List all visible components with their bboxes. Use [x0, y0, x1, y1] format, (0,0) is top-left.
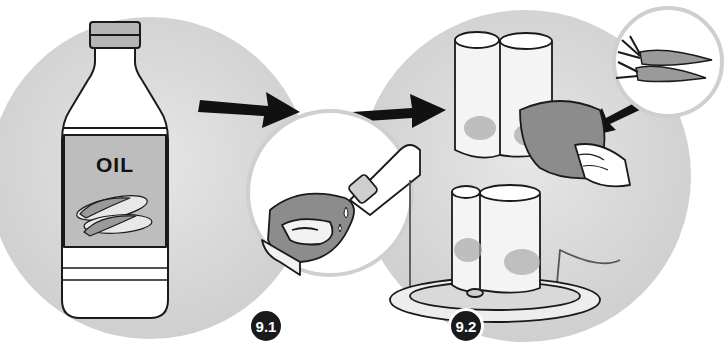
hand-cloth [575, 144, 630, 186]
oil-bottle [90, 22, 140, 48]
blender-parts [500, 33, 552, 49]
oil-bottle [90, 34, 140, 36]
blender-parts [452, 186, 480, 198]
carrot-circle [616, 36, 712, 82]
detail-circle [262, 145, 420, 275]
blender-parts [467, 289, 483, 297]
oil-bottle [62, 45, 168, 318]
detail-circle [348, 174, 379, 205]
carrot-circle [614, 8, 722, 116]
oil-bottle [62, 268, 168, 280]
oil-bottle [80, 198, 130, 218]
carrot-circle [640, 50, 712, 65]
blender-parts [452, 192, 540, 293]
blender-parts [480, 185, 540, 201]
oil-bottle [83, 213, 152, 236]
stain [464, 116, 496, 140]
stain [504, 249, 540, 275]
detail-circle [339, 224, 342, 232]
carrot-circle [614, 8, 722, 116]
detail-circle [292, 228, 318, 230]
detail-circle [248, 111, 420, 275]
oil-bottle [84, 216, 136, 236]
detail-circle [339, 207, 349, 232]
hand-cloth [520, 101, 630, 186]
callout-badge: 9.2 [448, 308, 484, 344]
callout-badge: 9.1 [248, 308, 284, 344]
oil-bottle [64, 127, 166, 129]
blender-parts [455, 32, 499, 48]
detail-circle [344, 207, 348, 218]
stain [454, 238, 482, 262]
oil-bottle [75, 191, 153, 236]
bottle-label-text: OIL [96, 153, 134, 177]
detail-circle [282, 219, 332, 244]
oil-bottle [62, 22, 168, 318]
detail-circle [262, 240, 300, 275]
oil-bottle [64, 135, 166, 247]
hand-cloth [578, 154, 608, 170]
callout-number: 9.2 [456, 318, 477, 335]
carrot-circle [616, 36, 640, 78]
callout-number: 9.1 [256, 318, 277, 335]
carrot-circle [636, 66, 706, 81]
